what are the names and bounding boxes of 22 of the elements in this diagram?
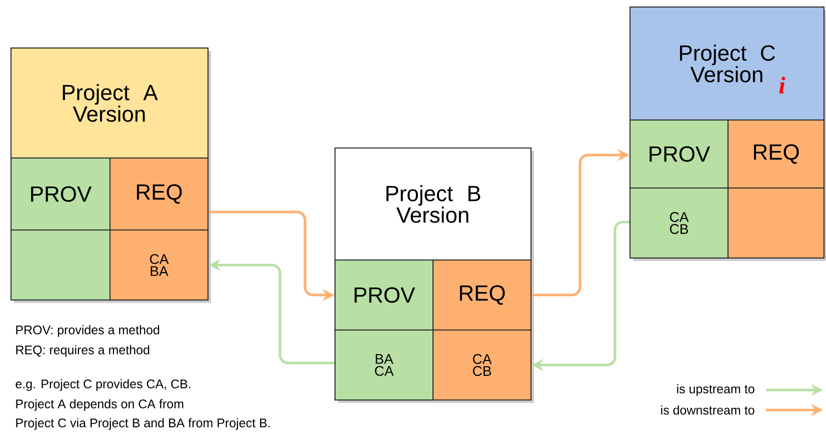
note: REQ: requires a method xyxy=(16,345,150,357)
project-header: Project A Version xyxy=(10,48,208,158)
note: Project A depends on CA from xyxy=(16,399,184,411)
project-header: Project B Version xyxy=(334,148,532,260)
req-cell: REQ xyxy=(432,260,532,330)
prov-cell: PROV xyxy=(630,120,728,188)
required-cell xyxy=(728,188,825,258)
provided-cell: BA CA xyxy=(334,330,434,400)
note: Project C via Project B and BA from Project B. xyxy=(16,418,270,430)
prov-cell: PROV xyxy=(10,158,110,230)
note: e.g. Project C provides CA, CB. xyxy=(16,379,190,391)
note: PROV: provides a method xyxy=(16,325,160,337)
prov-cell: PROV xyxy=(334,260,434,330)
required-cell: CA BA xyxy=(110,230,208,300)
legend-text: is upstream to xyxy=(677,384,754,396)
provided-cell xyxy=(10,230,110,300)
required-cell: CA CB xyxy=(432,330,532,400)
provided-cell: CA CB xyxy=(630,188,728,258)
index-mark: i xyxy=(779,76,786,94)
req-cell: REQ xyxy=(728,120,825,188)
req-cell: REQ xyxy=(110,158,208,230)
legend-text: is downstream to xyxy=(661,405,754,415)
